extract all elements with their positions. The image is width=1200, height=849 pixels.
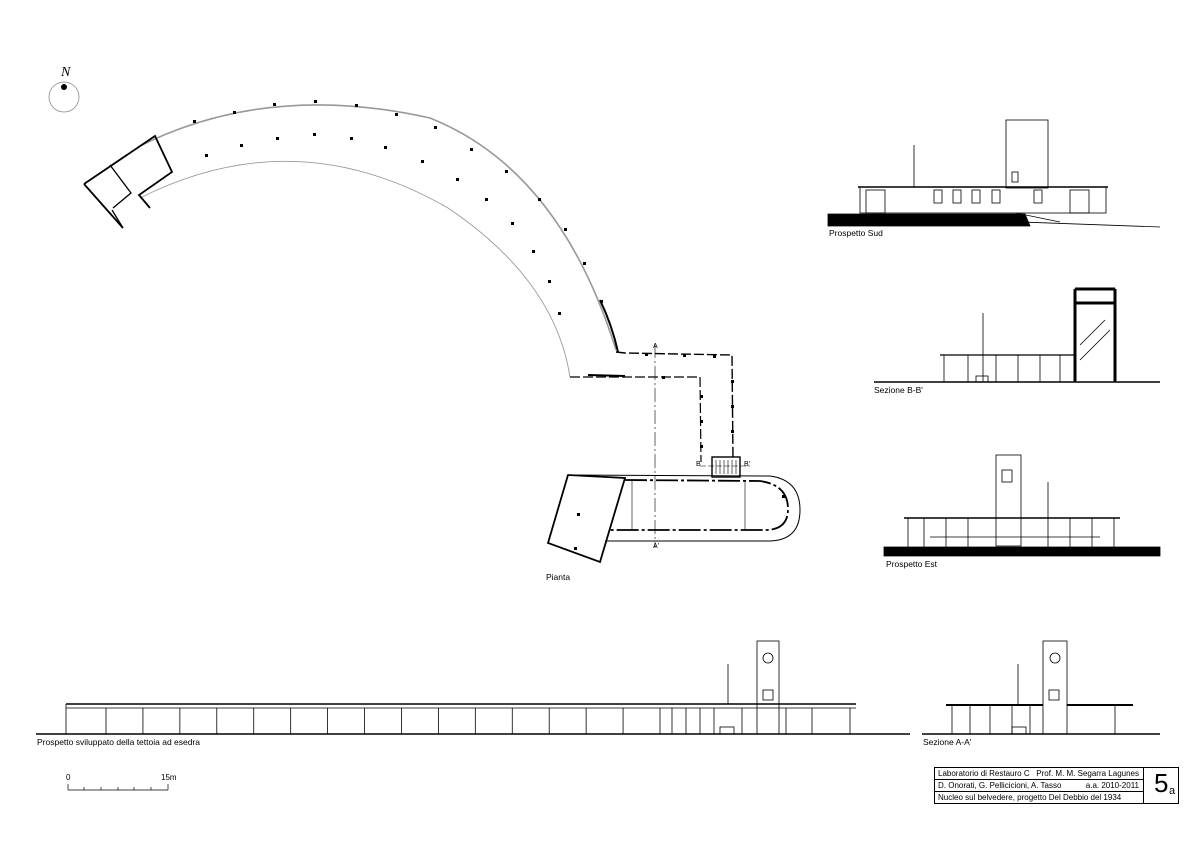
title-row-authors: D. Onorati, G. Pellicicioni, A. Tasso a.… [935,780,1143,792]
scale-end-label: 15m [161,773,177,782]
south-elevation [827,119,1161,228]
scale-start-label: 0 [66,773,71,782]
sheet-number: 5 [1154,768,1169,798]
title-row-course: Laboratorio di Restauro C Prof. M. M. Se… [935,768,1143,780]
section-aa-drawing [922,640,1160,735]
south-elevation-label: Prospetto Sud [829,228,883,238]
plan-drawing [83,104,801,564]
north-label: N [61,65,71,80]
title-block: Laboratorio di Restauro C Prof. M. M. Se… [934,767,1179,804]
north-arrow [48,81,80,113]
scale-bar [67,784,169,791]
section-mark-a-bottom: A' [653,543,660,550]
professor-name: Prof. M. M. Segarra Lagunes [1036,769,1139,778]
section-bb-label: Sezione B-B' [874,385,923,395]
canopy-elevation [36,640,910,735]
title-row-subject: Nucleo sul belvedere, progetto Del Debbi… [935,792,1143,804]
sheet-number-box: 5 a [1143,768,1179,803]
section-mark-b-left: B [696,461,701,468]
authors: D. Onorati, G. Pellicicioni, A. Tasso [938,781,1062,790]
east-elevation [883,454,1161,557]
section-bb-drawing [874,287,1160,383]
canopy-bays [105,708,851,734]
subject: Nucleo sul belvedere, progetto Del Debbi… [938,793,1122,802]
academic-year: a.a. 2010-2011 [1085,781,1139,790]
plan-columns [193,100,785,550]
east-elevation-label: Prospetto Est [886,559,938,569]
sheet-suffix: a [1169,785,1176,797]
section-aa-label: Sezione A-A' [923,737,972,747]
course-name: Laboratorio di Restauro C [938,769,1030,778]
section-mark-b-right: B' [744,461,751,468]
section-mark-a-top: A [653,343,658,350]
plan-label: Pianta [546,572,571,582]
canopy-elevation-label: Prospetto sviluppato della tettoia ad es… [37,737,201,747]
